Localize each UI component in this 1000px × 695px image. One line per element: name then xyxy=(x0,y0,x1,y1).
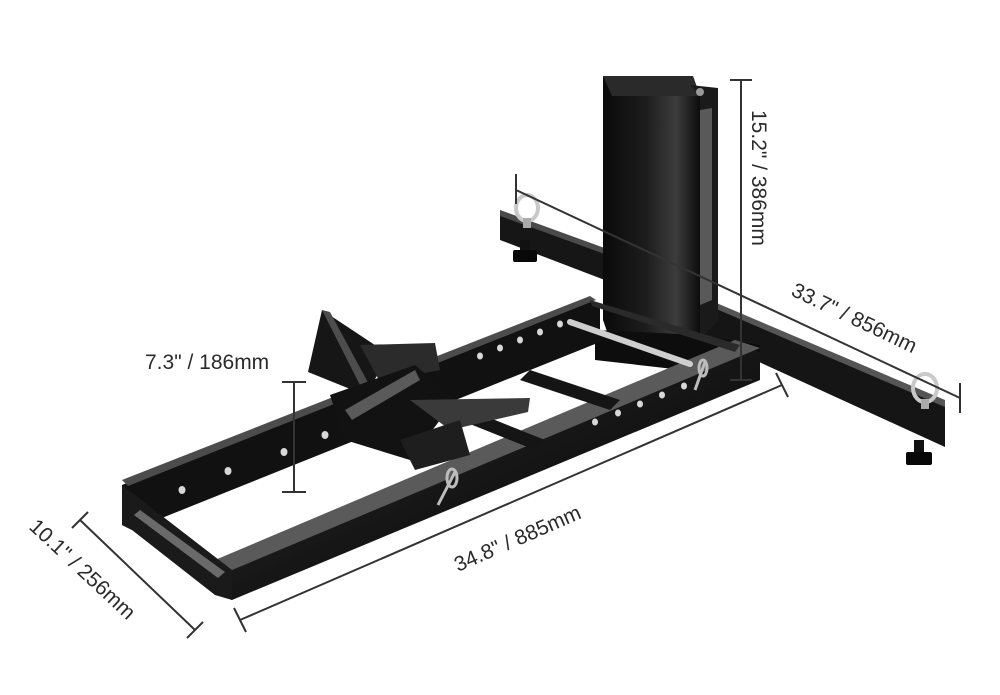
dimension-label-base-width: 10.1" / 256mm xyxy=(25,515,140,624)
leveling-foot-left xyxy=(513,240,537,262)
dimension-label-length: 34.8" / 885mm xyxy=(451,501,585,576)
lock-pin-front xyxy=(436,467,459,506)
frame-holes xyxy=(178,320,687,494)
lock-pin-rear xyxy=(693,358,709,391)
vertical-post xyxy=(595,76,760,380)
leveling-foot-right xyxy=(906,440,932,465)
wheel-chock xyxy=(308,310,530,470)
support-rod xyxy=(567,319,693,367)
dimension-lines xyxy=(71,79,961,639)
dimension-label-chock-height: 7.3" / 186mm xyxy=(145,351,269,374)
dimension-label-height: 15.2" / 386mm xyxy=(747,110,770,246)
